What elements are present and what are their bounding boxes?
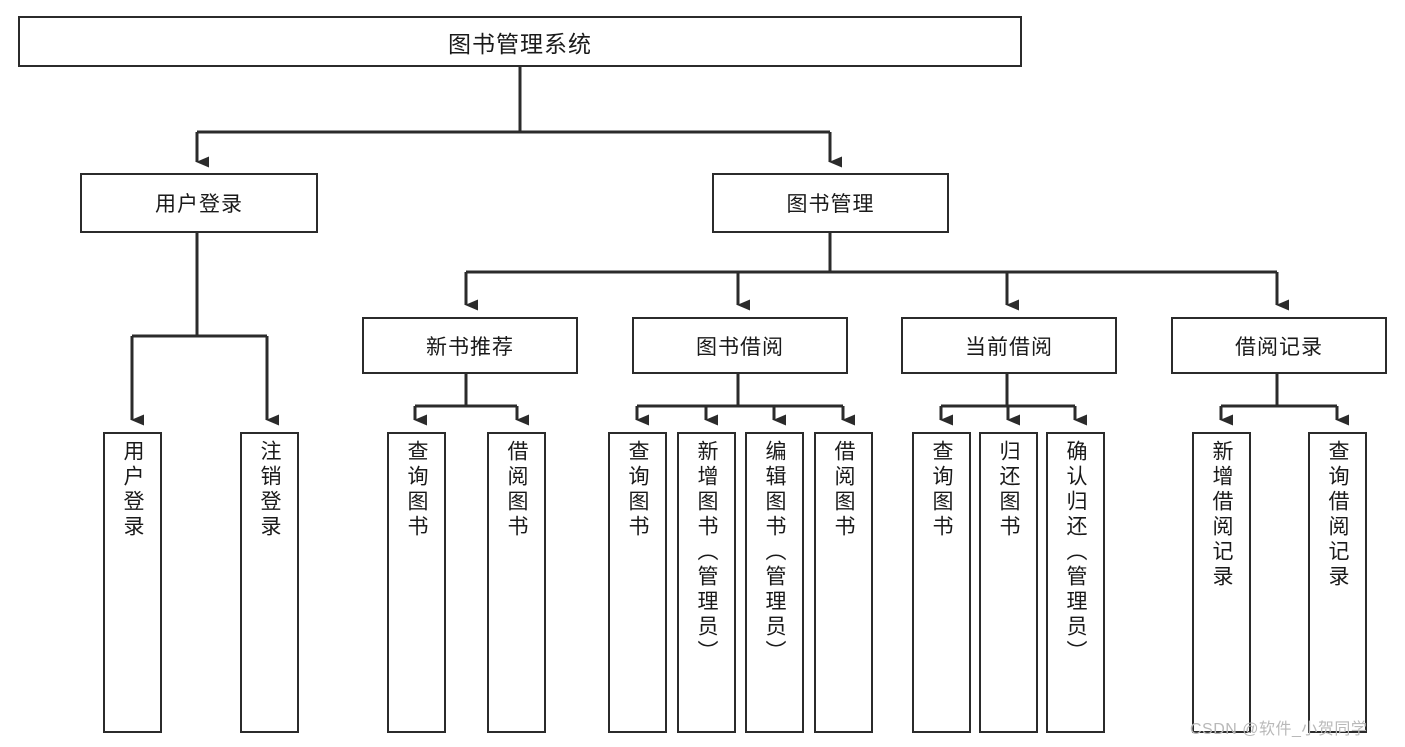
- node-new-book-recommend[interactable]: 新书推荐: [362, 317, 578, 374]
- node-borrow-record[interactable]: 借阅记录: [1171, 317, 1387, 374]
- leaf-user-login[interactable]: 用户登录: [103, 432, 162, 733]
- leaf-query-record[interactable]: 查询借阅记录: [1308, 432, 1367, 733]
- leaf-user-login-label: 用户登录: [121, 440, 144, 540]
- leaf-add-book[interactable]: 新增图书（管理员）: [677, 432, 736, 733]
- leaf-query-book-3[interactable]: 查询图书: [912, 432, 971, 733]
- node-book-borrow[interactable]: 图书借阅: [632, 317, 848, 374]
- leaf-borrow-book-1-label: 借阅图书: [505, 440, 528, 540]
- leaf-user-logout-label: 注销登录: [258, 440, 281, 540]
- watermark-text: CSDN @软件_小贺同学: [1190, 721, 1368, 738]
- node-book-manage-label: 图书管理: [786, 193, 875, 216]
- node-book-borrow-label: 图书借阅: [696, 335, 784, 359]
- leaf-return-book-label: 归还图书: [997, 440, 1020, 540]
- node-new-book-recommend-label: 新书推荐: [426, 335, 514, 359]
- leaf-edit-book-label: 编辑图书（管理员）: [763, 440, 786, 665]
- node-user-login-label: 用户登录: [155, 193, 243, 216]
- leaf-add-record-label: 新增借阅记录: [1210, 440, 1233, 590]
- leaf-confirm-return[interactable]: 确认归还（管理员）: [1046, 432, 1105, 733]
- node-book-manage[interactable]: 图书管理: [712, 173, 949, 233]
- leaf-query-book-2[interactable]: 查询图书: [608, 432, 667, 733]
- leaf-query-book-2-label: 查询图书: [626, 440, 649, 540]
- leaf-return-book[interactable]: 归还图书: [979, 432, 1038, 733]
- leaf-query-book-1[interactable]: 查询图书: [387, 432, 446, 733]
- leaf-user-logout[interactable]: 注销登录: [240, 432, 299, 733]
- leaf-query-book-1-label: 查询图书: [405, 440, 428, 540]
- node-root[interactable]: 图书管理系统: [18, 16, 1022, 67]
- node-root-label: 图书管理系统: [448, 30, 592, 57]
- leaf-add-book-label: 新增图书（管理员）: [695, 440, 718, 665]
- node-borrow-record-label: 借阅记录: [1235, 335, 1323, 359]
- node-current-borrow[interactable]: 当前借阅: [901, 317, 1117, 374]
- leaf-borrow-book-1[interactable]: 借阅图书: [487, 432, 546, 733]
- node-current-borrow-label: 当前借阅: [965, 335, 1053, 359]
- leaf-query-book-3-label: 查询图书: [930, 440, 953, 540]
- leaf-borrow-book-2[interactable]: 借阅图书: [814, 432, 873, 733]
- leaf-add-record[interactable]: 新增借阅记录: [1192, 432, 1251, 733]
- leaf-confirm-return-label: 确认归还（管理员）: [1064, 440, 1087, 665]
- leaf-edit-book[interactable]: 编辑图书（管理员）: [745, 432, 804, 733]
- node-user-login[interactable]: 用户登录: [80, 173, 318, 233]
- leaf-query-record-label: 查询借阅记录: [1326, 440, 1349, 590]
- leaf-borrow-book-2-label: 借阅图书: [832, 440, 855, 540]
